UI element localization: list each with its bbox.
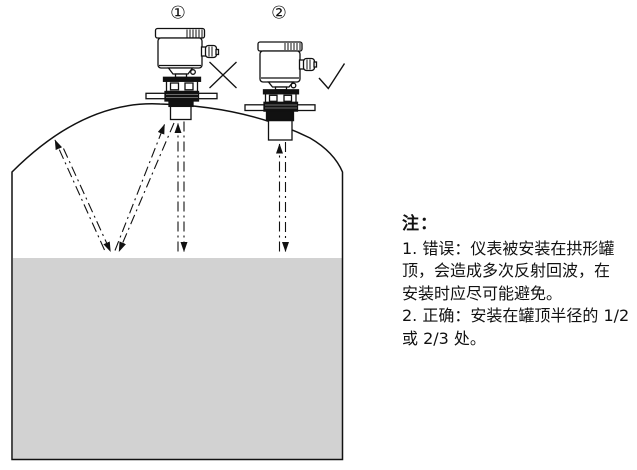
beam-multipath-arrows (54, 121, 188, 252)
sensor-1-label: ① (170, 4, 186, 24)
note-line-4: 2. 正确：安装在罐顶半径的 1/2 (402, 306, 630, 326)
check-mark-icon (318, 63, 346, 90)
notes-title: 注： (402, 214, 438, 234)
note-line-3: 安装时应尽可能避免。 (402, 283, 563, 303)
note-line-1: 1. 错误：仪表被安装在拱形罐 (402, 239, 615, 258)
sensor-1 (145, 27, 220, 121)
sensor-2 (244, 41, 318, 141)
beam-direct-arrows (276, 142, 289, 252)
note-line-5: 或 2/3 处。 (402, 328, 486, 348)
note-line-2: 顶，会造成多次反射回波，在 (402, 261, 611, 281)
liquid-fill (13, 258, 342, 459)
sensor-2-label: ② (271, 4, 287, 24)
installation-notes: 注： 1. 错误：仪表被安装在拱形罐 顶，会造成多次反射回波，在 安装时应尽可能… (402, 211, 637, 350)
tank-outline (11, 103, 344, 461)
x-mark-icon (209, 61, 237, 89)
